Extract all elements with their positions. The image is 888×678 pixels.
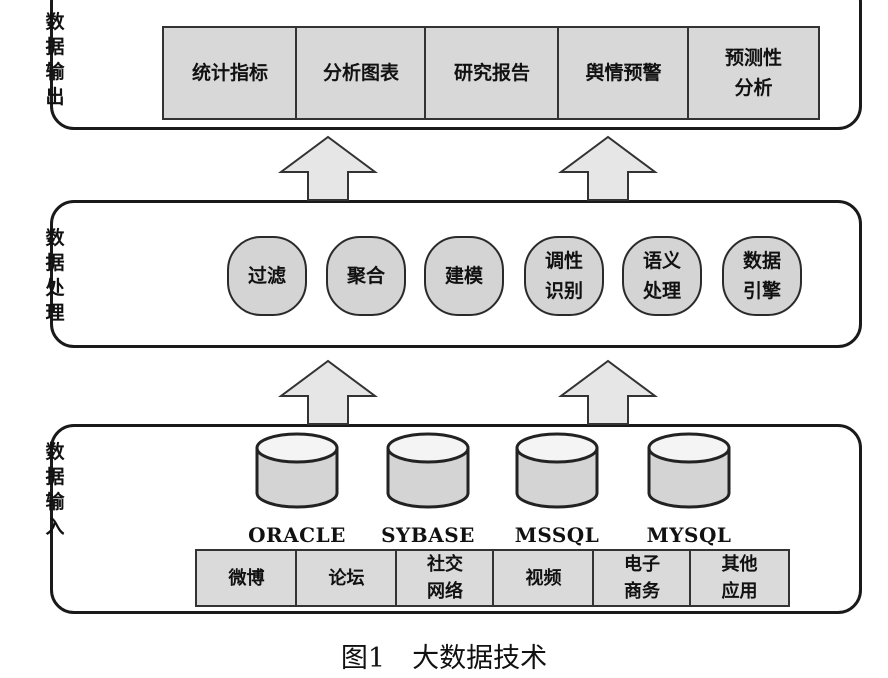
figure-caption: 图1 大数据技术: [340, 643, 548, 674]
database-icon: [255, 432, 339, 509]
database-label-oracle: ORACLE: [248, 523, 346, 547]
database-label-sybase: SYBASE: [381, 523, 475, 547]
output-layer-label: 数 据 输 出: [45, 11, 65, 108]
database-icon: [515, 432, 599, 509]
processing-layer-label: 数 据 处 理: [45, 227, 65, 324]
output-box-reports: 研究报告: [424, 26, 558, 120]
source-box-ecommerce: 电子 商务: [592, 549, 690, 607]
process-step-filter: 过滤: [227, 236, 307, 316]
source-box-weibo: 微博: [195, 549, 296, 607]
database-label-mysql: MYSQL: [646, 523, 732, 547]
arrow-up-icon: [277, 359, 379, 425]
process-step-tone-recognition: 调性 识别: [524, 236, 604, 316]
process-step-data-engine: 数据 引擎: [722, 236, 802, 316]
database-label-mssql: MSSQL: [514, 523, 600, 547]
source-box-forum: 论坛: [295, 549, 396, 607]
input-layer-label: 数 据 输 入: [45, 441, 65, 538]
arrow-up-icon: [277, 135, 379, 201]
process-step-modeling: 建模: [424, 236, 504, 316]
source-box-other-apps: 其他 应用: [689, 549, 790, 607]
output-box-predictive-analysis: 预测性 分析: [687, 26, 820, 120]
arrow-up-icon: [557, 359, 659, 425]
output-box-statistics: 统计指标: [162, 26, 296, 120]
database-icon: [647, 432, 731, 509]
source-box-social-network: 社交 网络: [395, 549, 493, 607]
output-box-opinion-alert: 舆情预警: [557, 26, 688, 120]
process-step-semantic-processing: 语义 处理: [622, 236, 702, 316]
arrow-up-icon: [557, 135, 659, 201]
source-box-video: 视频: [492, 549, 593, 607]
database-icon: [386, 432, 470, 509]
output-box-charts: 分析图表: [295, 26, 425, 120]
process-step-aggregate: 聚合: [326, 236, 406, 316]
